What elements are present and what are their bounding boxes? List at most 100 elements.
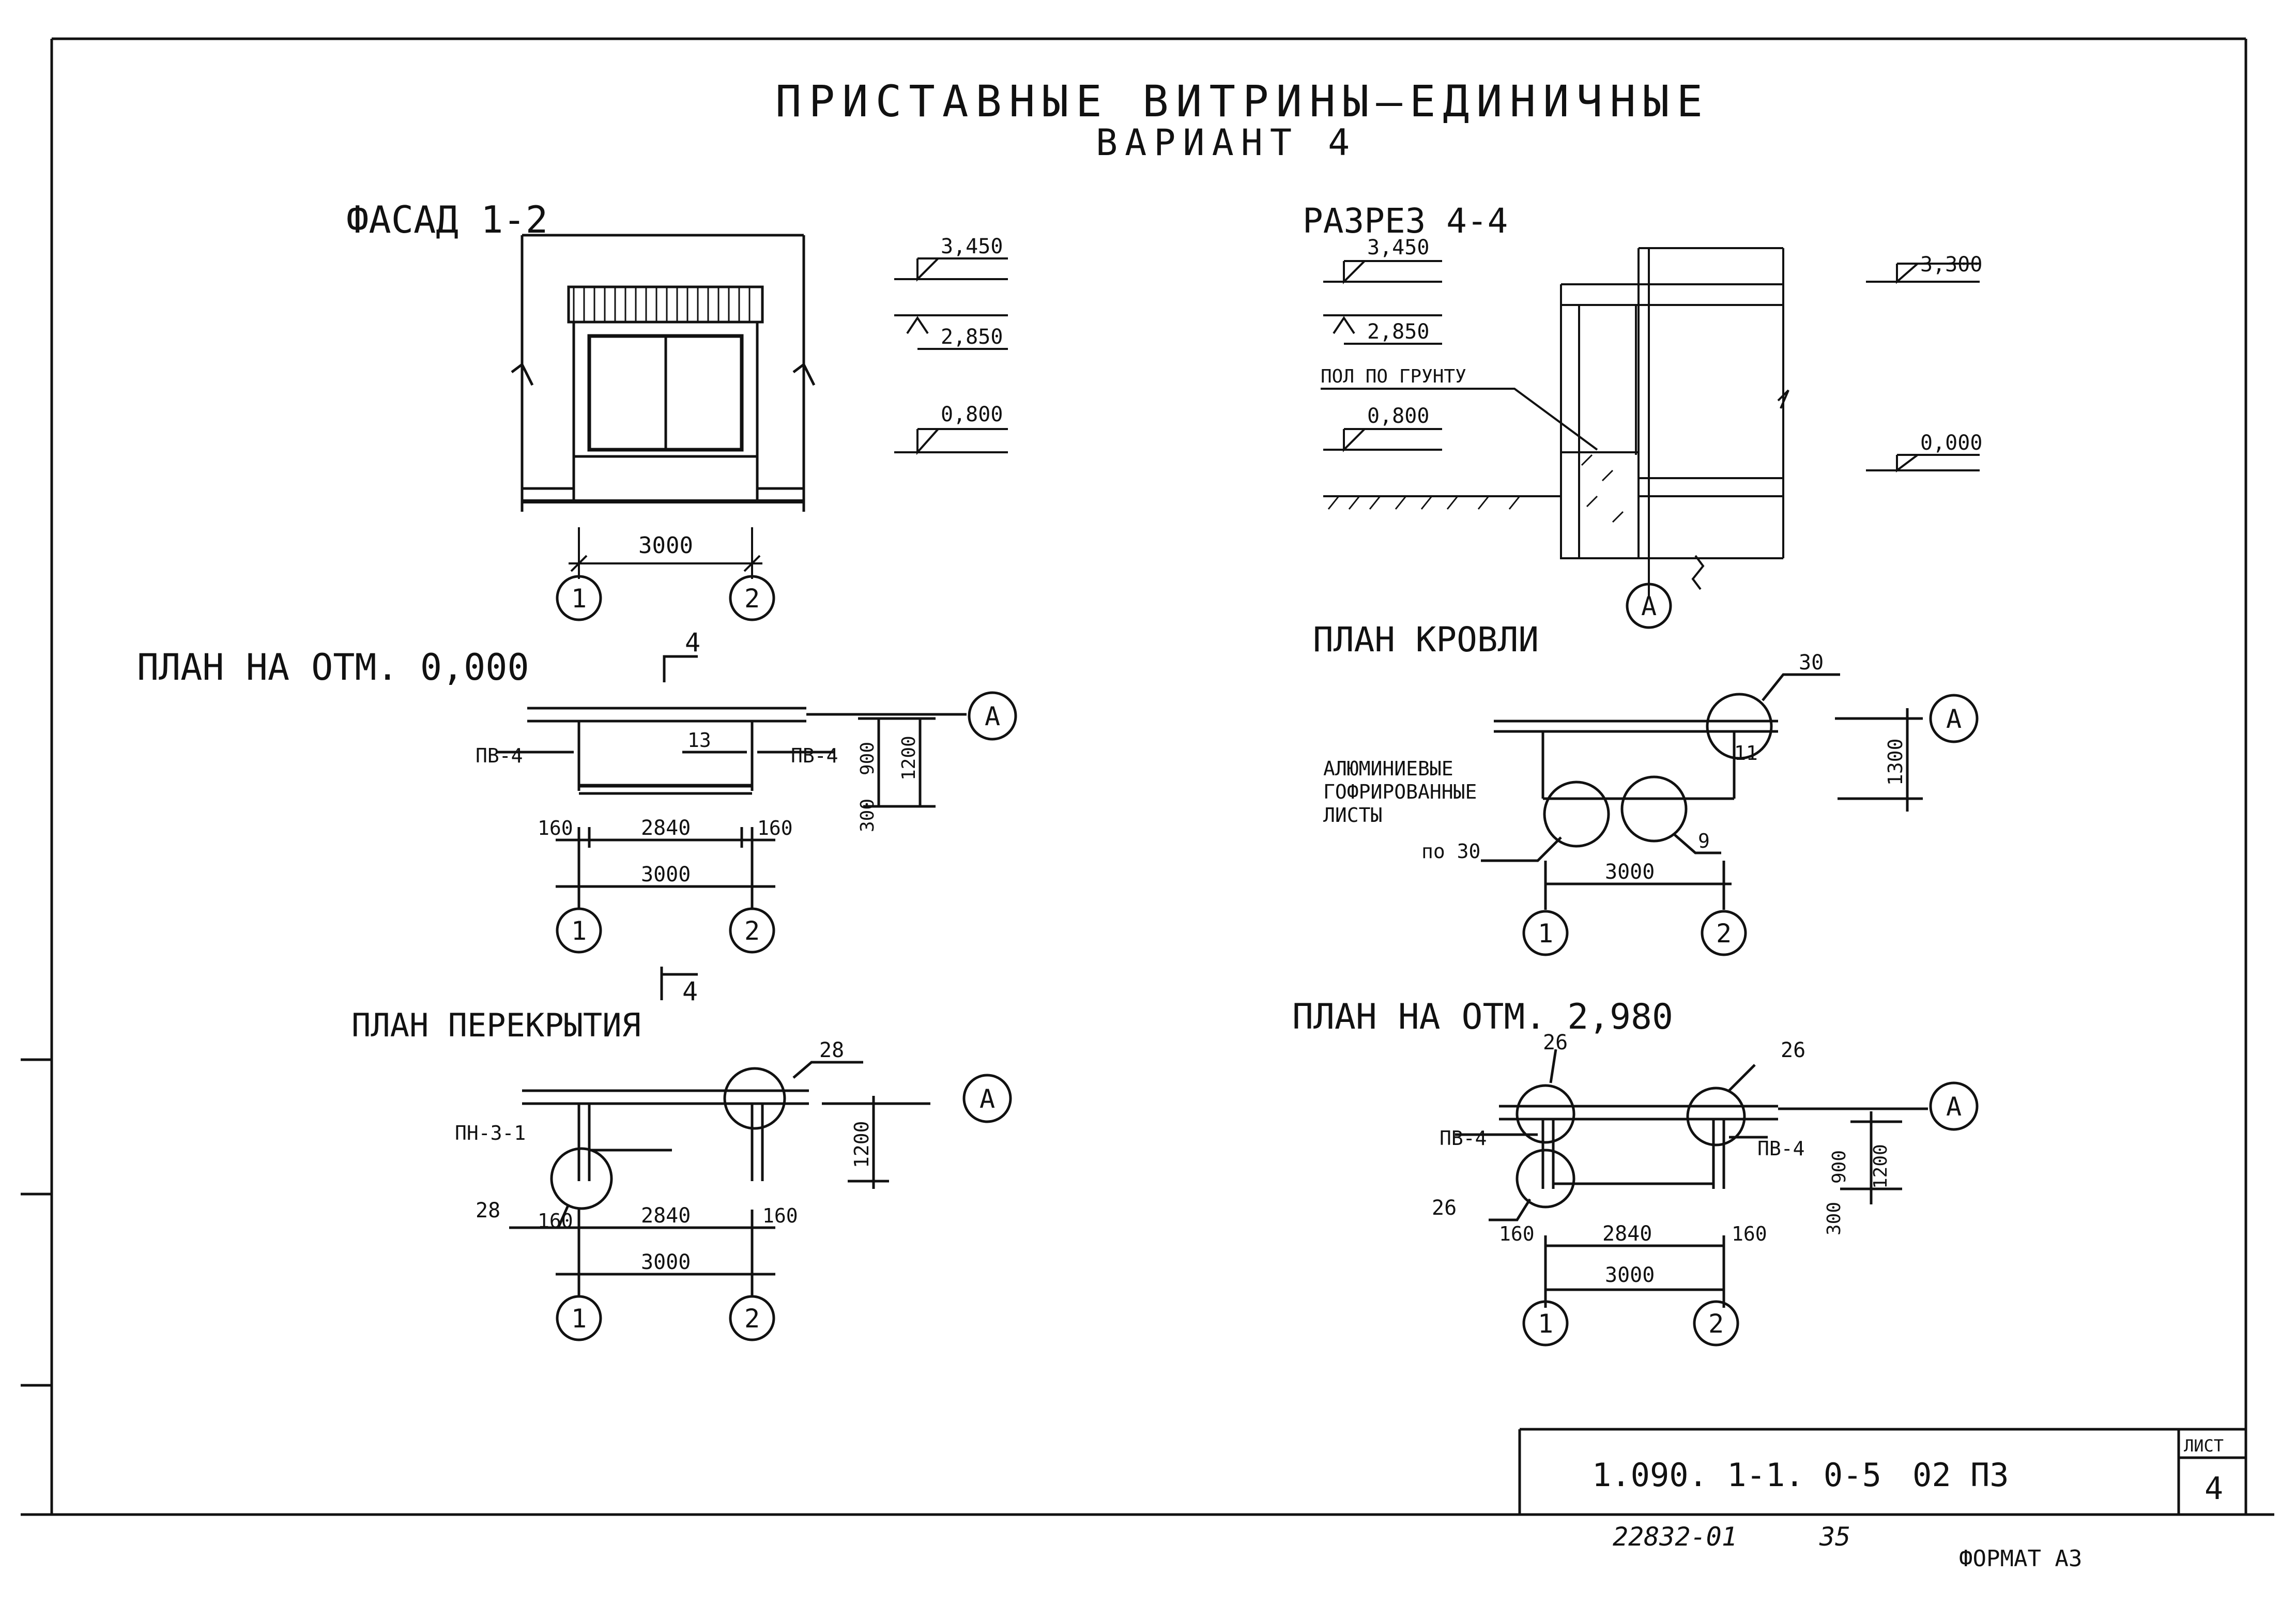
plan-2980: ПЛАН НА ОТМ. 2,980 26 [1292, 997, 1979, 1347]
plan-overlap-axis-a: А [962, 1074, 1012, 1123]
plan-0000-dim-900: 900 [857, 742, 878, 775]
plan-2980-callout-top-right: 26 [1781, 1038, 1805, 1062]
section-axis-a: А [1626, 583, 1672, 629]
facade-view: ФАСАД 1-2 [346, 198, 816, 621]
plan-roof: ПЛАН КРОВЛИ АЛЮМИНИЕВЫЕ ГОФРИРОВАННЫЕ ЛИ… [1313, 620, 1979, 956]
plan-2980-callout-bottom: 26 [1432, 1196, 1457, 1220]
plan-overlap-dim-total: 3000 [641, 1250, 691, 1274]
section-label: РАЗРЕЗ 4-4 [1303, 201, 1508, 241]
plan-overlap-dim-2840: 2840 [641, 1204, 691, 1228]
footer-format: ФОРМАТ А3 [1959, 1546, 2082, 1572]
plan-0000: ПЛАН НА ОТМ. 0,000 4 [137, 628, 1017, 954]
plan-2980-label: ПЛАН НА ОТМ. 2,980 [1292, 997, 1673, 1037]
section-level-0800: 0,800 [1367, 404, 1429, 428]
svg-text:2: 2 [744, 1304, 760, 1334]
svg-text:1: 1 [571, 916, 587, 946]
plan-2980-axis-2: 2 [1693, 1300, 1739, 1347]
facade-level-3450: 3,450 [941, 235, 1003, 258]
plan-roof-callout-30: 30 [1799, 651, 1824, 675]
main-title: ПРИСТАВНЫЕ ВИТРИНЫ—ЕДИНИЧНЫЕ [775, 76, 1710, 127]
sheet-frame [21, 37, 2274, 1516]
plan-overlap-axis-2: 2 [729, 1295, 775, 1341]
stamp-code: 1.090. 1-1. 0-5 [1592, 1456, 1881, 1494]
plan-overlap-callout-top: 28 [819, 1038, 844, 1062]
svg-text:1: 1 [1538, 919, 1553, 949]
plan-roof-axis-2: 2 [1701, 910, 1747, 956]
plan-2980-left-tag: ПВ-4 [1440, 1127, 1487, 1150]
plan-0000-axis-2: 2 [729, 907, 775, 954]
svg-text:А: А [1946, 1092, 1962, 1122]
plan-roof-dim-1300: 1300 [1884, 738, 1907, 786]
svg-text:2: 2 [744, 584, 760, 614]
plan-2980-dim-900: 900 [1829, 1150, 1850, 1184]
plan-0000-mid-tag: 13 [687, 729, 711, 752]
plan-0000-axis-1: 1 [556, 907, 602, 954]
section-level-3300: 3,300 [1920, 253, 1982, 277]
svg-text:1: 1 [1538, 1309, 1553, 1339]
stamp-sheet-label: ЛИСТ [2184, 1436, 2224, 1456]
plan-0000-dim-300: 300 [857, 799, 878, 832]
plan-0000-dim-160-right: 160 [757, 817, 793, 839]
plan-2980-right-tag: ПВ-4 [1757, 1137, 1805, 1160]
plan-2980-axis-a: А [1929, 1081, 1979, 1131]
svg-text:2: 2 [1708, 1309, 1724, 1339]
plan-roof-dim-total: 3000 [1605, 860, 1655, 884]
facade-label: ФАСАД 1-2 [346, 198, 548, 241]
plan-0000-left-tag: ПВ-4 [476, 744, 523, 767]
sub-title: ВАРИАНТ 4 [1096, 121, 1357, 164]
section-level-0000: 0,000 [1920, 431, 1982, 455]
plan-0000-dim-160-left: 160 [538, 817, 573, 839]
plan-0000-dim-1200: 1200 [898, 736, 920, 781]
title-block: 1.090. 1-1. 0-5 02 ПЗ ЛИСТ 4 [1518, 1428, 2246, 1515]
svg-text:А: А [1946, 704, 1962, 734]
footer-number: 22832-01 [1613, 1522, 1737, 1552]
svg-text:2: 2 [744, 916, 760, 946]
plan-0000-dim-total: 3000 [641, 863, 691, 886]
plan-roof-label: ПЛАН КРОВЛИ [1313, 620, 1539, 660]
plan-roof-note-3: ЛИСТЫ [1323, 804, 1382, 827]
plan-overlap-dim-160-left: 160 [538, 1210, 573, 1232]
svg-text:А: А [979, 1084, 995, 1114]
plan-2980-dim-total: 3000 [1605, 1263, 1655, 1287]
plan-2980-dim-1200: 1200 [1870, 1144, 1891, 1189]
facade-axis-1: 1 [556, 575, 602, 621]
plan-2980-dim-2840: 2840 [1602, 1222, 1652, 1246]
facade-level-0800: 0,800 [941, 403, 1003, 426]
plan-roof-note-2: ГОФРИРОВАННЫЕ [1323, 781, 1477, 803]
plan-overlap-dim-160-right: 160 [762, 1204, 798, 1227]
plan-roof-axis-1: 1 [1522, 910, 1569, 956]
facade-level-marks: 3,450 2,850 0,800 [894, 235, 1008, 455]
plan-overlap-label: ПЛАН ПЕРЕКРЫТИЯ [351, 1006, 641, 1044]
plan-0000-axis-a: А [968, 691, 1017, 741]
svg-text:А: А [1641, 591, 1657, 621]
plan-roof-note-1: АЛЮМИНИЕВЫЕ [1323, 757, 1453, 780]
plan-0000-dim-2840: 2840 [641, 816, 691, 840]
plan-roof-callout-po30: по 30 [1421, 840, 1480, 863]
svg-text:1: 1 [571, 584, 587, 614]
plan-overlap-callout-bottom: 28 [476, 1199, 500, 1222]
plan-0000-right-tag: ПВ-4 [791, 744, 838, 767]
plan-overlap: 4 ПЛАН ПЕРЕКРЫТИЯ ПН-3-1 28 [351, 967, 1012, 1341]
stamp-part: 02 ПЗ [1912, 1456, 2009, 1494]
section-level-2850: 2,850 [1367, 320, 1429, 344]
plan-2980-axis-1: 1 [1522, 1300, 1569, 1347]
svg-text:1: 1 [571, 1304, 587, 1334]
svg-text:2: 2 [1716, 919, 1732, 949]
facade-dim: 3000 [638, 532, 693, 559]
plan-roof-callout-9: 9 [1698, 830, 1710, 852]
plan-2980-dim-160-left: 160 [1499, 1222, 1535, 1245]
section-level-3450: 3,450 [1367, 236, 1429, 259]
plan-overlap-axis-1: 1 [556, 1295, 602, 1341]
section-floor-note: ПОЛ ПО ГРУНТУ [1321, 366, 1466, 387]
stamp-sheet-number: 4 [2205, 1471, 2223, 1507]
footer-page: 35 [1819, 1522, 1850, 1552]
facade-level-2850: 2,850 [941, 325, 1003, 349]
plan-0000-label: ПЛАН НА ОТМ. 0,000 [137, 646, 529, 689]
plan-2980-dim-160-right: 160 [1732, 1222, 1767, 1245]
plan-overlap-dim-1200: 1200 [850, 1121, 873, 1168]
plan-overlap-tag: ПН-3-1 [455, 1122, 526, 1144]
svg-text:А: А [985, 701, 1000, 731]
plan-overlap-cut: 4 [682, 976, 698, 1006]
plan-0000-cut: 4 [685, 628, 700, 658]
facade-axis-2: 2 [729, 575, 775, 621]
